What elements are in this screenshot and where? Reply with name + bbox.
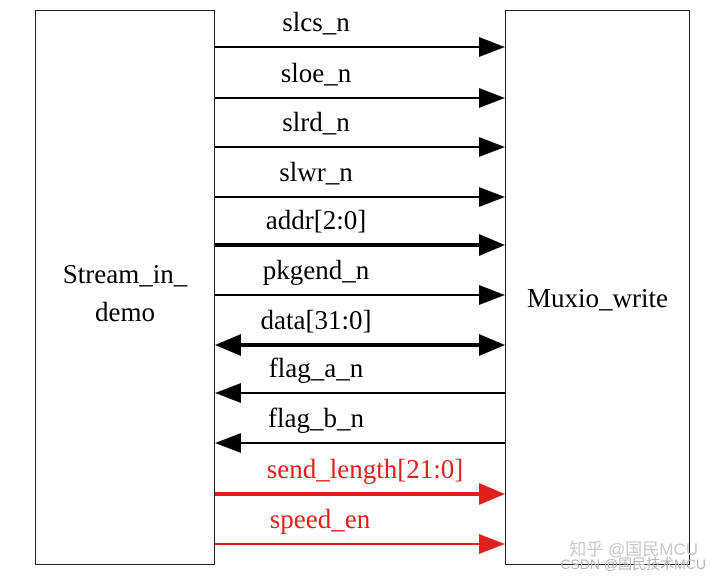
arrowhead-right-icon [479, 88, 505, 108]
signal-label: send_length[21:0] [266, 454, 464, 484]
signal-label: slcs_n [282, 7, 350, 37]
arrowhead-right-icon [479, 334, 505, 356]
arrowhead-right-icon [479, 534, 505, 554]
signal-label: sloe_n [280, 58, 352, 88]
muxio-write-block: Muxio_write [505, 10, 690, 565]
signal-label: addr[2:0] [265, 205, 367, 235]
stream-in-demo-block: Stream_in_ demo [35, 10, 215, 565]
arrowhead-right-icon [479, 234, 505, 256]
signal-label: slrd_n [282, 107, 350, 137]
arrowhead-left-icon [215, 383, 241, 403]
arrowhead-right-icon [479, 483, 505, 505]
arrowhead-right-icon [479, 37, 505, 57]
signal-label: speed_en [269, 504, 371, 534]
arrowhead-right-icon [479, 137, 505, 157]
arrowhead-right-icon [479, 187, 505, 207]
signal-label: data[31:0] [260, 305, 372, 335]
signal-label: flag_b_n [268, 403, 364, 433]
arrowhead-left-icon [215, 334, 241, 356]
arrowhead-left-icon [215, 433, 241, 453]
signal-label: slwr_n [279, 157, 353, 187]
signal-label: pkgend_n [262, 255, 370, 285]
arrowhead-right-icon [479, 285, 505, 305]
signal-label: flag_a_n [268, 353, 364, 383]
block-label: Muxio_write [527, 283, 668, 313]
block-label-line2: demo [95, 297, 155, 327]
block-label-line1: Stream_in_ [62, 259, 188, 289]
